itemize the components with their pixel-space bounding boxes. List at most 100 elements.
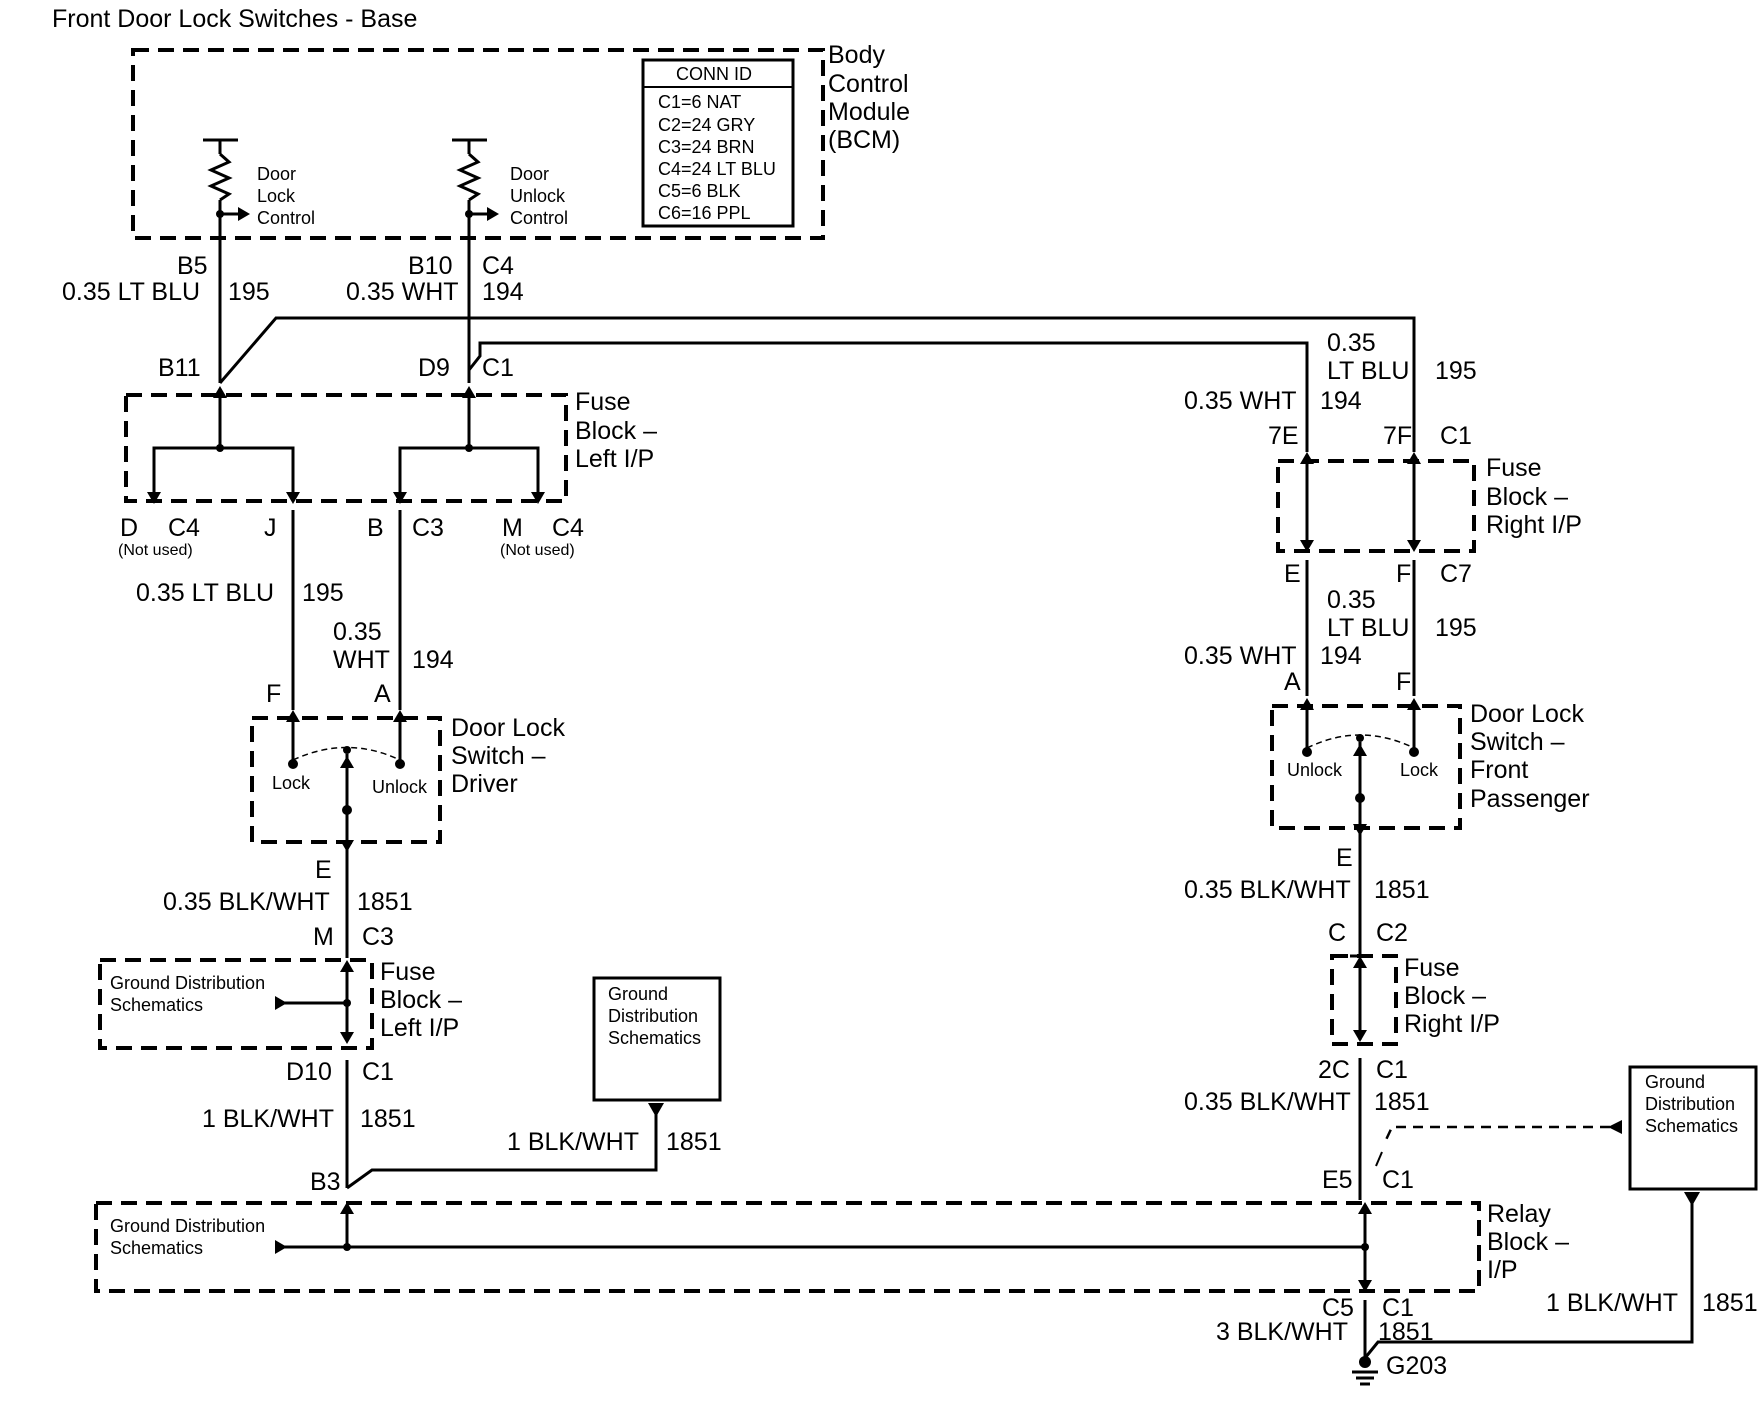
svg-text:C1: C1 — [482, 354, 514, 382]
svg-text:C1: C1 — [1440, 422, 1472, 450]
svg-text:3 BLK/WHT: 3 BLK/WHT — [1216, 1318, 1348, 1346]
svg-text:Switch –: Switch – — [451, 742, 546, 770]
svg-text:Fuse: Fuse — [1486, 454, 1542, 482]
lock-control-resistor — [203, 138, 250, 250]
fuse-right-lower-label: Fuse Block – Right I/P — [1404, 954, 1500, 1038]
svg-text:Fuse: Fuse — [575, 388, 631, 416]
svg-text:0.35 WHT: 0.35 WHT — [1184, 642, 1297, 670]
svg-text:Lock: Lock — [272, 773, 311, 793]
bcm-label: Body Control Module (BCM) — [828, 41, 910, 154]
fuse-right-pins-top: 7E 7F C1 — [1268, 422, 1472, 450]
svg-text:C4: C4 — [168, 514, 200, 542]
svg-text:D9: D9 — [418, 354, 450, 382]
driver-switch-label: Door Lock Switch – Driver — [451, 714, 565, 798]
right-upper-wire-labels: 0.35 LT BLU 195 0.35 WHT 194 — [1184, 329, 1477, 415]
svg-text:Door Lock: Door Lock — [1470, 700, 1584, 728]
passenger-switch-internal — [1300, 698, 1421, 836]
svg-text:C5: C5 — [1322, 1294, 1354, 1322]
svg-text:C1: C1 — [1376, 1056, 1408, 1084]
passenger-switch-wires: 0.35 LT BLU 195 0.35 WHT 194 — [1184, 560, 1477, 696]
svg-text:Right I/P: Right I/P — [1404, 1010, 1500, 1038]
fuse-right-lower-pins-bottom: 2C C1 — [1318, 1056, 1408, 1084]
svg-text:1851: 1851 — [1374, 1088, 1430, 1116]
svg-text:F: F — [266, 680, 281, 708]
fuse-left-lower-pins-bottom: D10 C1 — [286, 1058, 394, 1086]
svg-text:B5: B5 — [177, 252, 208, 280]
svg-text:Body: Body — [828, 41, 885, 69]
svg-text:J: J — [264, 514, 277, 542]
diagram-title: Front Door Lock Switches - Base — [52, 5, 417, 33]
svg-text:C: C — [1328, 919, 1346, 947]
fuse-right-lower-pins-top: C C2 — [1328, 919, 1408, 947]
driver-wire-labels: 0.35 LT BLU 195 0.35 WHT 194 — [136, 579, 454, 674]
svg-text:Ground Distribution: Ground Distribution — [110, 973, 265, 993]
unlock-control-label: Door Unlock Control — [510, 164, 568, 228]
svg-text:WHT: WHT — [333, 646, 390, 674]
svg-text:Schematics: Schematics — [608, 1028, 701, 1048]
driver-switch-positions: Lock Unlock — [272, 773, 428, 797]
svg-text:C4: C4 — [482, 252, 514, 280]
fuse-left-internal — [147, 386, 545, 504]
svg-text:1851: 1851 — [357, 888, 413, 916]
svg-text:C7: C7 — [1440, 560, 1472, 588]
svg-text:(Not used): (Not used) — [118, 542, 193, 559]
driver-switch-internal — [286, 710, 407, 855]
svg-text:C3=24 BRN: C3=24 BRN — [658, 137, 755, 157]
svg-text:A: A — [1284, 668, 1301, 696]
svg-text:Left I/P: Left I/P — [575, 445, 654, 473]
fuse-block-left-ip-lower — [98, 958, 374, 1050]
svg-text:Block –: Block – — [575, 417, 657, 445]
svg-text:0.35: 0.35 — [1327, 329, 1376, 357]
conn-id-box: CONN ID C1=6 NAT C2=24 GRY C3=24 BRN C4=… — [641, 58, 795, 228]
svg-text:C4: C4 — [552, 514, 584, 542]
svg-text:LT BLU: LT BLU — [1327, 357, 1409, 385]
svg-text:1 BLK/WHT: 1 BLK/WHT — [202, 1105, 334, 1133]
svg-text:G203: G203 — [1386, 1352, 1447, 1380]
svg-text:0.35 WHT: 0.35 WHT — [346, 278, 459, 306]
svg-text:LT BLU: LT BLU — [1327, 614, 1409, 642]
svg-text:0.35 LT BLU: 0.35 LT BLU — [136, 579, 274, 607]
svg-text:2C: 2C — [1318, 1056, 1350, 1084]
svg-text:Lock: Lock — [257, 186, 296, 206]
svg-text:194: 194 — [1320, 642, 1362, 670]
svg-text:1851: 1851 — [1702, 1289, 1758, 1317]
svg-text:CONN ID: CONN ID — [676, 64, 752, 84]
svg-text:M: M — [313, 923, 334, 951]
svg-text:C1: C1 — [1382, 1166, 1414, 1194]
driver-ground-wire-lower: 1 BLK/WHT 1851 — [202, 1060, 416, 1188]
svg-text:Ground Distribution: Ground Distribution — [110, 1216, 265, 1236]
fuse-left-lower-ref: Ground Distribution Schematics — [110, 973, 265, 1015]
svg-text:C1: C1 — [1382, 1294, 1414, 1322]
svg-text:C2: C2 — [1376, 919, 1408, 947]
svg-text:194: 194 — [412, 646, 454, 674]
svg-text:0.35: 0.35 — [1327, 586, 1376, 614]
svg-text:E5: E5 — [1322, 1166, 1353, 1194]
svg-text:Control: Control — [828, 70, 909, 98]
svg-text:Switch –: Switch – — [1470, 728, 1565, 756]
svg-text:Schematics: Schematics — [1645, 1116, 1738, 1136]
fuse-left-lower-internal — [275, 960, 354, 1044]
svg-text:Schematics: Schematics — [110, 1238, 203, 1258]
svg-text:C2=24 GRY: C2=24 GRY — [658, 115, 755, 135]
svg-text:C4=24 LT BLU: C4=24 LT BLU — [658, 159, 776, 179]
fuse-block-right-ip — [1276, 459, 1476, 553]
svg-text:E: E — [1284, 560, 1301, 588]
svg-text:F: F — [1396, 668, 1411, 696]
passenger-ground-wire-lower: 0.35 BLK/WHT 1851 — [1184, 1058, 1430, 1200]
passenger-ground-wire: E 0.35 BLK/WHT 1851 — [1184, 836, 1430, 955]
svg-text:B3: B3 — [310, 1168, 341, 1196]
fuse-right-lower-internal — [1350, 954, 1372, 1042]
svg-text:B11: B11 — [158, 354, 201, 382]
svg-text:Right I/P: Right I/P — [1486, 511, 1582, 539]
svg-text:D10: D10 — [286, 1058, 332, 1086]
svg-text:Unlock: Unlock — [1287, 760, 1343, 780]
relay-block-ip — [94, 1201, 1481, 1293]
svg-text:Ground: Ground — [1645, 1072, 1705, 1092]
svg-text:C5=6 BLK: C5=6 BLK — [658, 181, 741, 201]
lock-control-label: Door Lock Control — [257, 164, 315, 228]
fuse-left-lower-label: Fuse Block – Left I/P — [380, 958, 462, 1042]
unlock-control-resistor — [452, 138, 499, 250]
svg-text:Door: Door — [257, 164, 296, 184]
svg-text:Door: Door — [510, 164, 549, 184]
